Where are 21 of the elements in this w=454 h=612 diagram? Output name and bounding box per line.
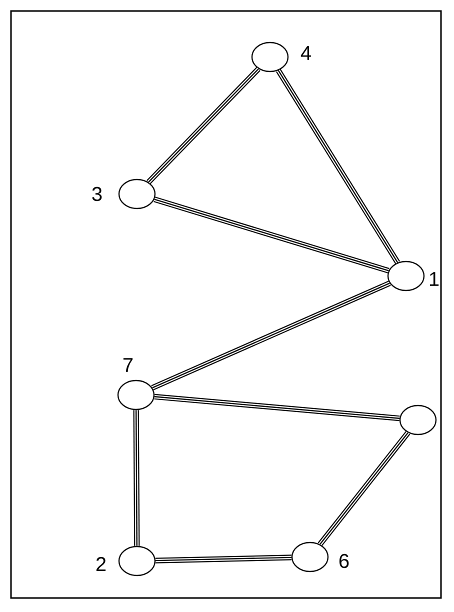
node-ellipse [387,260,425,292]
node-number: 7 [123,358,133,372]
triple-line [133,410,140,546]
triple-line [146,66,260,184]
node-number: 3 [92,186,102,202]
node-ellipse [251,42,289,72]
triple-line [276,69,400,264]
node-ellipse [291,542,329,572]
node-ellipse [118,546,156,576]
triple-line [151,280,391,390]
node-ellipse [118,178,156,210]
node-number: 6 [339,554,349,568]
node-number: 1 [430,272,439,286]
triple-line [154,394,400,422]
triple-line [156,554,292,564]
node-number: 2 [96,557,106,571]
node-number: 4 [300,46,311,60]
node-ellipse [117,380,155,410]
triple-line [154,196,390,274]
triple-line [318,430,410,546]
node-ellipse [399,404,437,436]
